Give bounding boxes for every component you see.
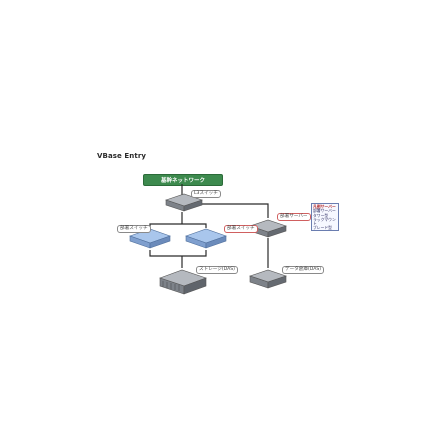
legend-line: ラックマウント xyxy=(313,216,336,227)
legend-line: タワー型 xyxy=(313,212,329,218)
right-switch-label: 部署サーバー xyxy=(277,213,311,221)
legend-line: ブレード型 xyxy=(313,225,332,231)
core-switch-label: L3スイッチ xyxy=(191,190,221,198)
branches-to-bottom-line xyxy=(149,250,207,257)
bottom-right-label: データ倉庫(DAS) xyxy=(282,266,325,274)
legend-line: 部署サーバー xyxy=(313,208,336,214)
diagram-title: VBase Entry xyxy=(97,152,147,160)
bottom-left-label: ストレージ(DAS) xyxy=(196,266,238,274)
backbone-network-label: 基幹ネットワーク xyxy=(143,174,223,186)
legend-title: 凡例サーバー xyxy=(313,204,336,209)
middle-switch-label: 部署スイッチ xyxy=(224,225,258,233)
legend-box: 凡例サーバー 部署サーバー タワー型 ラックマウント ブレード型 xyxy=(311,203,339,231)
core-to-right-line xyxy=(196,203,269,218)
left-switch-label: 部署スイッチ xyxy=(117,225,151,233)
